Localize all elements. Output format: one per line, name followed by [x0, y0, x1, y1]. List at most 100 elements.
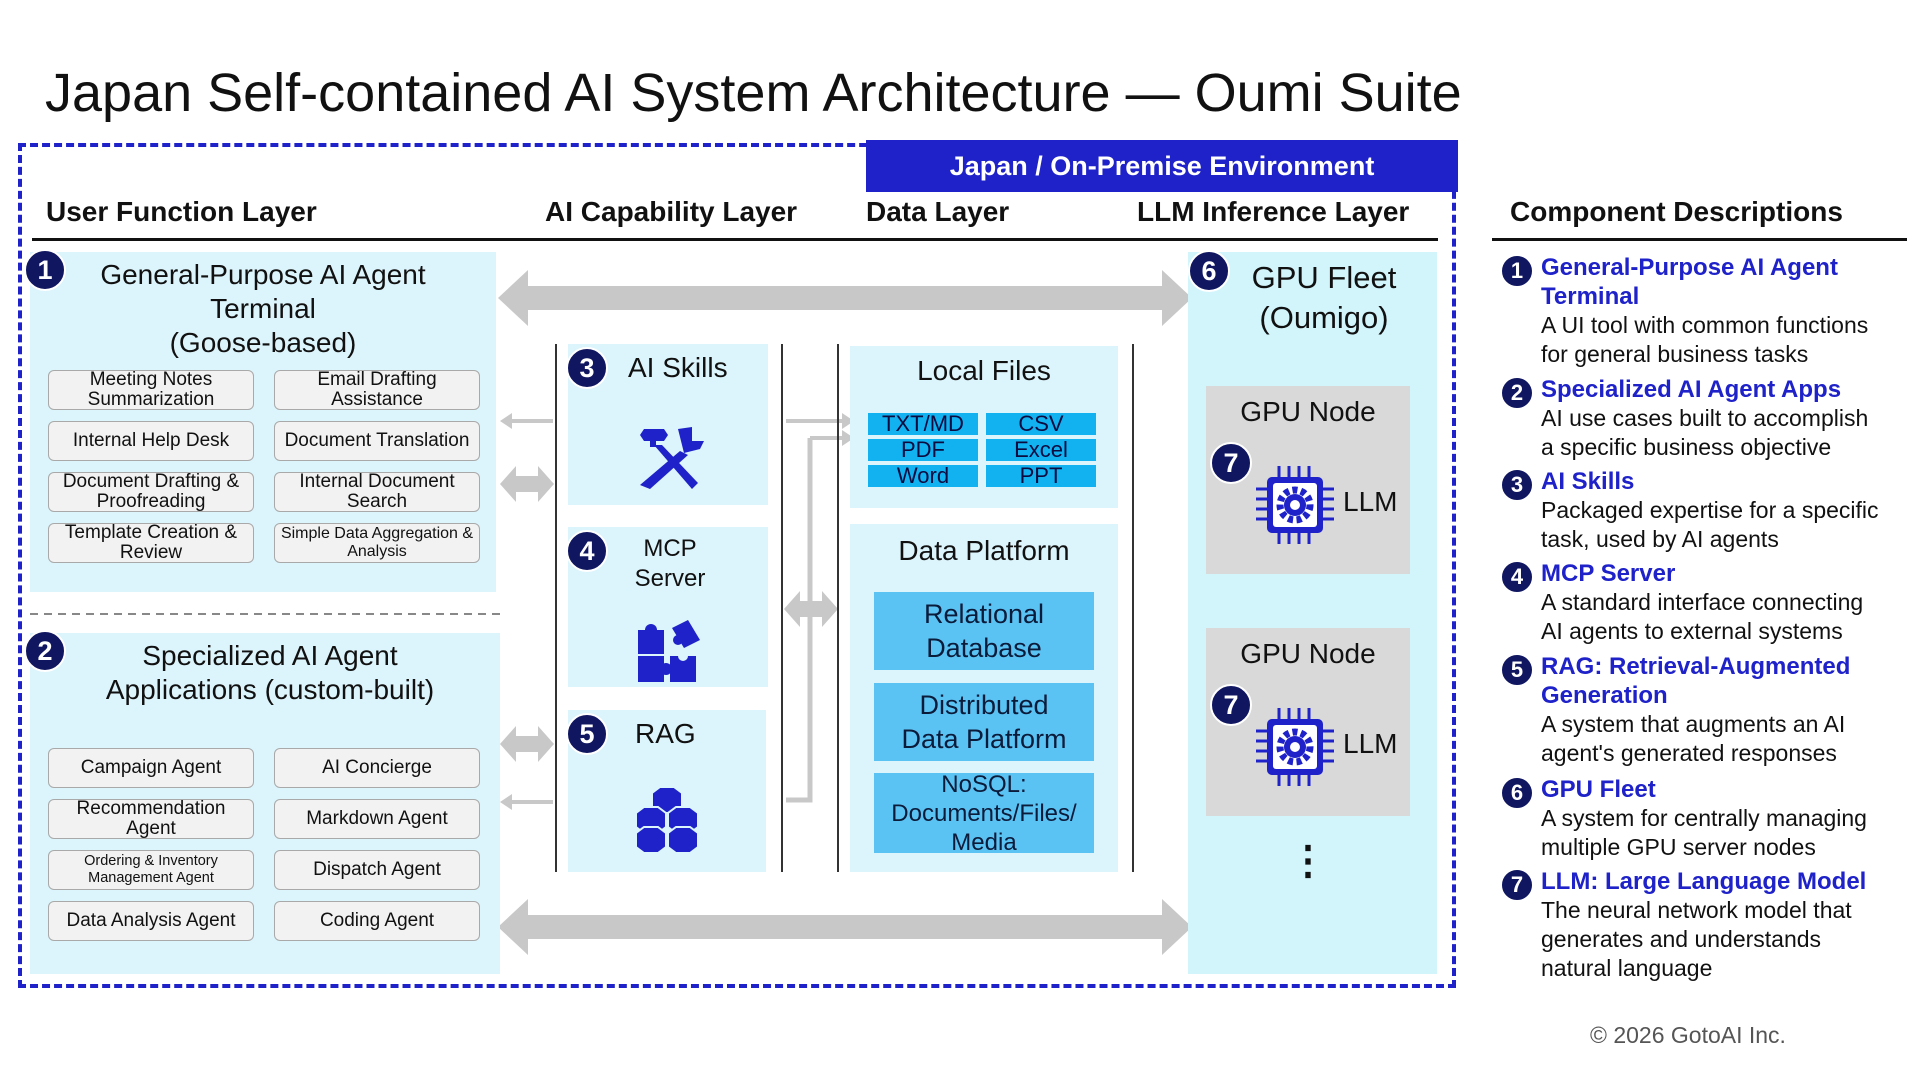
gpu-fleet-title: GPU Fleet (Oumigo) — [1234, 258, 1414, 338]
app-recommendation-agent[interactable]: Recommendation Agent — [48, 799, 254, 839]
description-badge-4: 4 — [1500, 560, 1534, 594]
descriptions-divider — [1492, 238, 1907, 241]
tools-icon — [640, 427, 704, 489]
gpu-node-2-title: GPU Node — [1240, 638, 1376, 669]
mcp-label-line1: MCP — [643, 535, 697, 562]
rag-to-apps-arrow — [500, 794, 553, 810]
gpu-fleet-title-line2: (Oumigo) — [1259, 300, 1389, 335]
badge-7-node-2: 7 — [1210, 684, 1252, 726]
ai-capability-layer-heading: AI Capability Layer — [545, 196, 798, 227]
description-badge-5: 5 — [1500, 653, 1534, 687]
function-meeting-notes[interactable]: Meeting Notes Summarization — [48, 370, 254, 410]
mcp-terminal-double-arrow — [500, 466, 554, 502]
file-format-csv: CSV — [986, 411, 1096, 436]
mcp-apps-double-arrow — [500, 726, 554, 762]
description-title-1: General-Purpose AI Agent — [1541, 254, 1838, 281]
function-document-drafting[interactable]: Document Drafting & Proofreading — [48, 472, 254, 512]
description-title-5: Generation — [1541, 682, 1668, 709]
relational-database-box[interactable]: Relational Database — [874, 592, 1094, 670]
description-body-1: A UI tool with common functions — [1541, 312, 1869, 338]
description-body-1: for general business tasks — [1541, 341, 1809, 367]
local-files-title: Local Files — [917, 355, 1051, 386]
bottom-double-arrow — [498, 899, 1192, 955]
file-format-ppt: PPT — [986, 463, 1096, 488]
function-email-drafting[interactable]: Email Drafting Assistance — [274, 370, 480, 410]
description-body-4: A standard interface connecting — [1541, 589, 1864, 615]
layer-divider — [32, 238, 1438, 241]
app-ordering-inventory-agent[interactable]: Ordering & Inventory Management Agent — [48, 850, 254, 890]
component-descriptions-heading: Component Descriptions — [1510, 196, 1843, 227]
mcp-server-label: MCP Server — [610, 534, 730, 594]
specialized-agent-title: Specialized AI Agent Applications (custo… — [40, 639, 500, 707]
nosql-line2: Documents/Files/ — [891, 799, 1077, 827]
mcp-label-line2: Server — [634, 565, 706, 592]
description-badge-6: 6 — [1500, 776, 1534, 810]
data-platform-title: Data Platform — [898, 535, 1070, 566]
description-body-2: a specific business objective — [1541, 434, 1832, 460]
app-dispatch-agent[interactable]: Dispatch Agent — [274, 850, 480, 890]
description-body-6: A system for centrally managing — [1541, 805, 1867, 831]
specialized-agent-title-line2: Applications (custom-built) — [105, 674, 435, 705]
data-layer-heading: Data Layer — [866, 196, 1010, 227]
description-title-7: LLM: Large Language Model — [1541, 868, 1867, 895]
relational-line1: Relational — [923, 599, 1045, 629]
function-data-aggregation[interactable]: Simple Data Aggregation & Analysis — [274, 523, 480, 563]
description-body-7: The neural network model that — [1541, 897, 1852, 923]
specialized-agent-title-line1: Specialized AI Agent — [142, 640, 398, 671]
app-markdown-agent[interactable]: Markdown Agent — [274, 799, 480, 839]
distributed-line2: Data Platform — [901, 724, 1067, 754]
app-coding-agent[interactable]: Coding Agent — [274, 901, 480, 941]
distributed-line1: Distributed — [919, 690, 1049, 720]
puzzle-icon — [638, 620, 700, 682]
function-translation[interactable]: Document Translation — [274, 421, 480, 461]
description-title-2: Specialized AI Agent Apps — [1541, 376, 1842, 403]
skills-to-terminal-arrow — [500, 413, 553, 429]
on-premise-boundary — [18, 143, 1456, 988]
description-body-7: generates and understands — [1541, 926, 1822, 952]
cubes-icon — [635, 786, 699, 853]
gpu-node-1[interactable]: GPU Node 7 LLM — [1206, 386, 1410, 574]
chip-gear-icon — [1256, 708, 1334, 786]
llm-inference-layer-heading: LLM Inference Layer — [1137, 196, 1410, 227]
gpu-node-1-llm-label: LLM — [1343, 486, 1398, 517]
app-ai-concierge[interactable]: AI Concierge — [274, 748, 480, 788]
description-body-3: Packaged expertise for a specific — [1541, 497, 1879, 523]
app-data-analysis-agent[interactable]: Data Analysis Agent — [48, 901, 254, 941]
description-badge-3: 3 — [1500, 468, 1534, 502]
relational-line2: Database — [926, 633, 1042, 663]
description-body-4: AI agents to external systems — [1541, 618, 1843, 644]
file-format-txt-md: TXT/MD — [868, 411, 978, 436]
general-agent-title-line3: (Goose-based) — [169, 327, 357, 358]
badge-6: 6 — [1188, 250, 1230, 292]
general-agent-title-line2: Terminal — [210, 293, 316, 324]
badge-3: 3 — [566, 347, 608, 389]
function-template-creation[interactable]: Template Creation & Review — [48, 523, 254, 563]
description-body-6: multiple GPU server nodes — [1541, 834, 1816, 860]
app-campaign-agent[interactable]: Campaign Agent — [48, 748, 254, 788]
function-help-desk[interactable]: Internal Help Desk — [48, 421, 254, 461]
to-local-files-arrow-2 — [810, 430, 854, 446]
badge-5: 5 — [566, 713, 608, 755]
rag-to-files-line — [786, 438, 813, 803]
rag-label: RAG — [635, 718, 696, 749]
file-format-pdf: PDF — [868, 437, 978, 462]
to-local-files-arrow-1 — [786, 413, 854, 429]
description-title-6: GPU Fleet — [1541, 776, 1656, 803]
distributed-data-platform-box[interactable]: Distributed Data Platform — [874, 683, 1094, 761]
copyright: © 2026 GotoAI Inc. — [1590, 1022, 1786, 1048]
description-body-5: A system that augments an AI — [1541, 711, 1846, 737]
nosql-line3: Media — [951, 828, 1017, 856]
description-title-1: Terminal — [1541, 283, 1640, 310]
general-agent-title-line1: General-Purpose AI Agent — [100, 259, 426, 290]
description-body-5: agent's generated responses — [1541, 740, 1837, 766]
badge-2: 2 — [24, 630, 66, 672]
function-document-search[interactable]: Internal Document Search — [274, 472, 480, 512]
ai-skills-label: AI Skills — [628, 352, 728, 383]
nosql-box[interactable]: NoSQL: Documents/Files/ Media — [874, 771, 1094, 856]
gpu-node-2[interactable]: GPU Node 7 LLM — [1206, 628, 1410, 816]
file-format-word: Word — [868, 463, 978, 488]
description-title-5: RAG: Retrieval-Augmented — [1541, 653, 1851, 680]
description-body-3: task, used by AI agents — [1541, 526, 1779, 552]
badge-1: 1 — [24, 249, 66, 291]
